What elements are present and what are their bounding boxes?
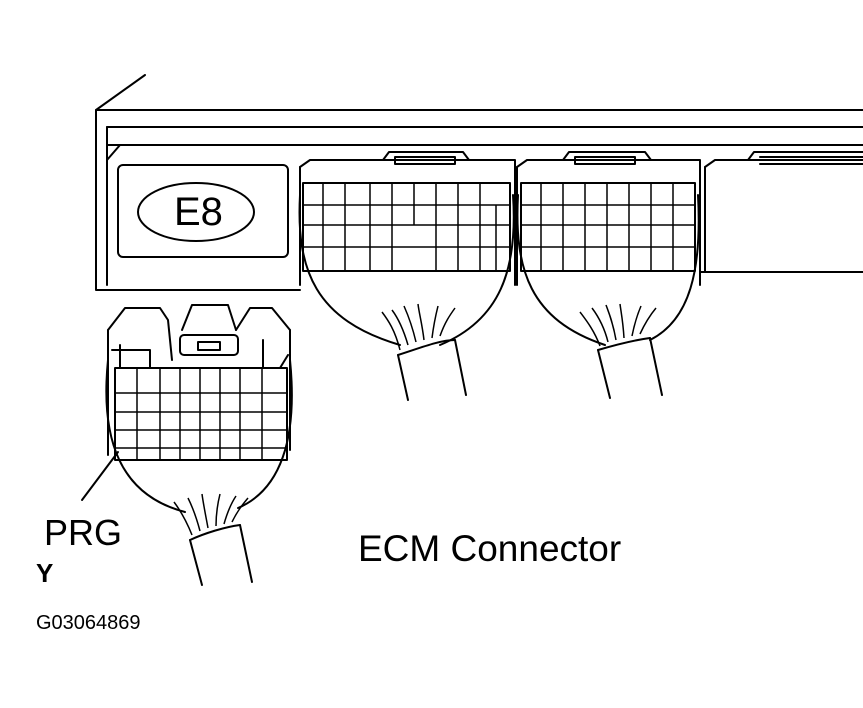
- connector-socket-3: [704, 151, 863, 273]
- e8-label-plate: [117, 164, 289, 258]
- wire-color-label: Y: [36, 558, 54, 588]
- connector-plug-2: [516, 182, 700, 346]
- ecu-connector-code: E8: [174, 190, 223, 234]
- component-label: ECM Connector: [358, 528, 622, 569]
- connector-plug-1: [298, 182, 515, 346]
- wire-bundle-3: [173, 493, 253, 586]
- loose-connector: [105, 304, 293, 513]
- wire-bundle-1: [381, 303, 467, 401]
- wire-bundle-2: [579, 303, 663, 399]
- terminal-label: PRG: [44, 512, 123, 553]
- prg-leader-line: [81, 451, 119, 501]
- figure-id: G03064869: [36, 612, 141, 634]
- ecm-housing: [95, 74, 863, 291]
